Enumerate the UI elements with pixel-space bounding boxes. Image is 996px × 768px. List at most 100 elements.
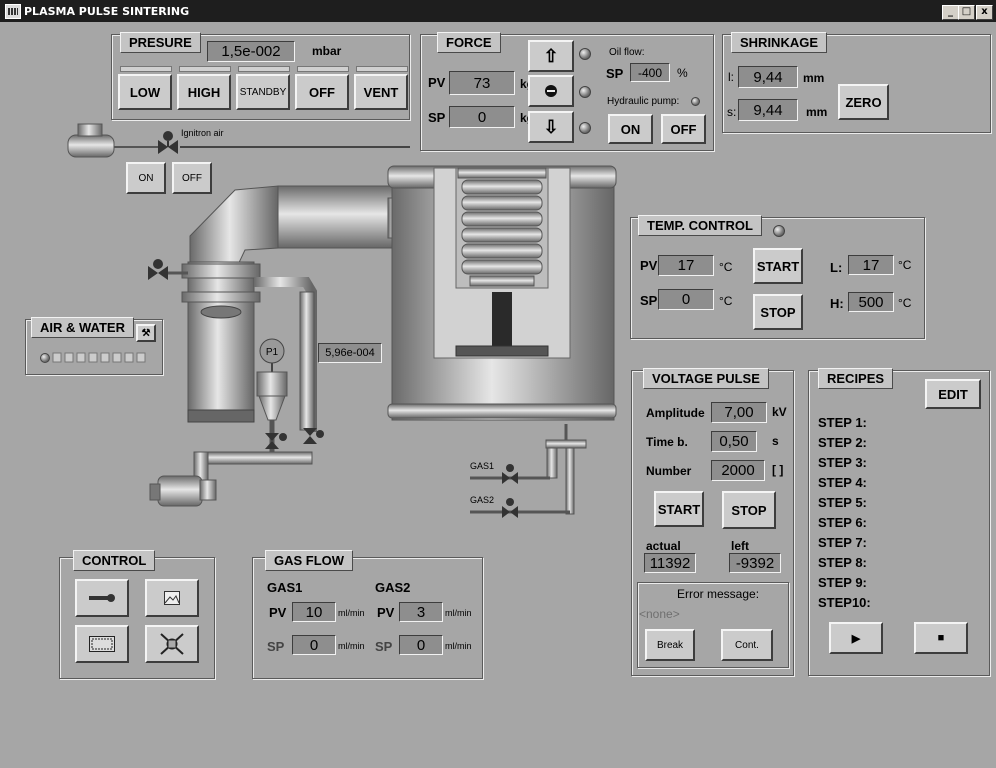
sintering-chamber [387,165,617,421]
pressure-unit: mbar [312,44,342,58]
recipe-stop-button[interactable]: ■ [914,622,968,654]
standby-indicator [238,66,290,72]
stop-icon: ■ [937,632,945,644]
shrinkage-s-label: s: [727,105,737,119]
pressure-low-button[interactable]: LOW [118,74,172,110]
control-title: CONTROL [73,550,156,571]
gas2-pv-value: 3 [399,602,443,622]
gas1-line-label: GAS1 [470,461,494,471]
voltage-pulse-panel: VOLTAGE PULSE Amplitude 7,00 kV Time b. … [631,368,794,676]
air-water-panel: AIR & WATER ⚒ [25,317,163,375]
amplitude-unit: kV [772,405,787,419]
time-b-unit: s [772,434,779,448]
gas1-sp-value[interactable]: 0 [292,635,336,655]
keyboard-button[interactable] [75,625,129,663]
gas1-pv-unit: ml/min [338,608,365,618]
pressure-panel: PRESURE 1,5e-002 mbar LOW HIGH STANDBY O… [111,32,410,120]
left-value: -9392 [729,553,781,573]
gas1-pv-label: PV [269,605,287,620]
maximize-button[interactable]: □ [958,5,975,20]
break-button[interactable]: Break [645,629,695,661]
ignitron-off-button[interactable]: OFF [172,162,212,194]
image-button[interactable] [145,579,199,617]
time-b-label: Time b. [646,435,688,449]
off-indicator [297,66,349,72]
time-b-value[interactable]: 0,50 [711,431,757,452]
play-icon: ▶ [851,632,861,645]
number-value[interactable]: 2000 [711,460,765,481]
hydraulic-pump-led [691,97,700,106]
stop-circle-icon [545,85,557,97]
force-sp-value: 0 [449,106,515,128]
temp-h-value[interactable]: 500 [848,292,894,312]
p1-label: P1 [266,347,279,358]
force-panel: FORCE PV 73 kg SP 0 kg ⇧ ⇩ Oil flow: SP … [420,32,714,151]
voltage-start-button[interactable]: START [654,491,704,527]
temp-l-label: L: [830,260,843,275]
high-indicator [179,66,231,72]
low-indicator [120,66,172,72]
line-pressure-display: 5,96e-004 [318,343,382,363]
hydraulic-off-button[interactable]: OFF [661,114,706,144]
shrinkage-panel: SHRINKAGE l: 9,44 mm s: 9,44 mm ZERO [722,32,991,133]
hydraulic-pump-label: Hydraulic pump: [607,96,680,107]
hazard-button[interactable] [145,625,199,663]
gas2-pv-label: PV [377,605,395,620]
recipe-step-10: STEP10: [818,595,871,610]
error-message-label: Error message: [677,587,760,601]
gas2-label: GAS2 [375,580,411,595]
temp-h-label: H: [830,296,844,311]
temp-start-button[interactable]: START [753,248,803,284]
force-up-button[interactable]: ⇧ [528,40,574,72]
temp-l-value[interactable]: 17 [848,255,894,275]
force-sp-label: SP [428,110,446,125]
recipe-step-1: STEP 1: [818,415,867,430]
pump-valve-icon [265,433,287,449]
gas2-sp-value[interactable]: 0 [399,635,443,655]
recipe-step-6: STEP 6: [818,515,867,530]
pressure-standby-button[interactable]: STANDBY [236,74,290,110]
continue-button[interactable]: Cont. [721,629,773,661]
pressure-off-button[interactable]: OFF [295,74,349,110]
gas1-sp-unit: ml/min [338,641,365,651]
hazard-icon [160,633,184,655]
pressure-vent-button[interactable]: VENT [354,74,408,110]
temp-h-unit: °C [898,296,912,310]
left-label: left [731,539,749,553]
gas2-sp-label: SP [375,639,393,654]
temp-sp-value[interactable]: 0 [658,289,714,310]
force-stop-led [579,86,591,98]
oil-flow-value[interactable]: -400 [630,63,670,82]
temp-stop-button[interactable]: STOP [753,294,803,330]
gas1-sp-label: SP [267,639,285,654]
temp-l-unit: °C [898,258,912,272]
arrow-down-icon: ⇩ [543,116,559,137]
force-stop-button[interactable] [528,75,574,107]
force-pv-label: PV [428,75,446,90]
gas2-sp-unit: ml/min [445,641,472,651]
air-valve-icon [148,259,168,280]
window-title: PLASMA PULSE SINTERING [24,5,190,18]
maintenance-button[interactable] [75,579,129,617]
hydraulic-on-button[interactable]: ON [608,114,653,144]
amplitude-value[interactable]: 7,00 [711,402,767,423]
pressure-high-button[interactable]: HIGH [177,74,231,110]
number-label: Number [646,464,692,478]
recipes-edit-button[interactable]: EDIT [925,379,981,409]
shrinkage-zero-button[interactable]: ZERO [838,84,889,120]
recipes-title: RECIPES [818,368,894,389]
air-water-settings-button[interactable]: ⚒ [136,324,156,342]
voltage-stop-button[interactable]: STOP [722,491,776,529]
error-message-box: Error message: <none> Break Cont. [637,582,789,668]
image-icon [164,591,180,605]
force-up-led [579,48,591,60]
close-button[interactable]: x [976,5,993,20]
recipe-play-button[interactable]: ▶ [829,622,883,654]
arrow-up-icon: ⇧ [543,45,559,66]
air-water-indicator-row [52,352,146,363]
recipe-step-5: STEP 5: [818,495,867,510]
ignitron-on-button[interactable]: ON [126,162,166,194]
bellows-icon [457,167,547,287]
temp-pv-unit: °C [719,260,733,274]
force-down-button[interactable]: ⇩ [528,111,574,143]
